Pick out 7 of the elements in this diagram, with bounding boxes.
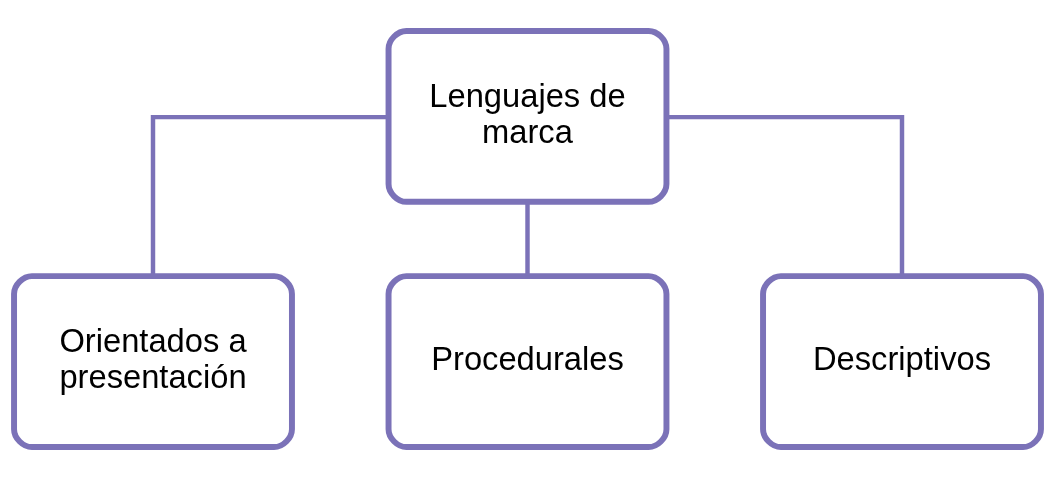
node-box: Procedurales [385,273,670,451]
node-box: Orientados a presentación [11,273,295,451]
node-box: Lenguajes de marca [385,27,670,205]
connector [525,202,530,276]
connector [666,114,905,277]
node-box: Descriptivos [760,273,1044,451]
connector [150,114,389,277]
